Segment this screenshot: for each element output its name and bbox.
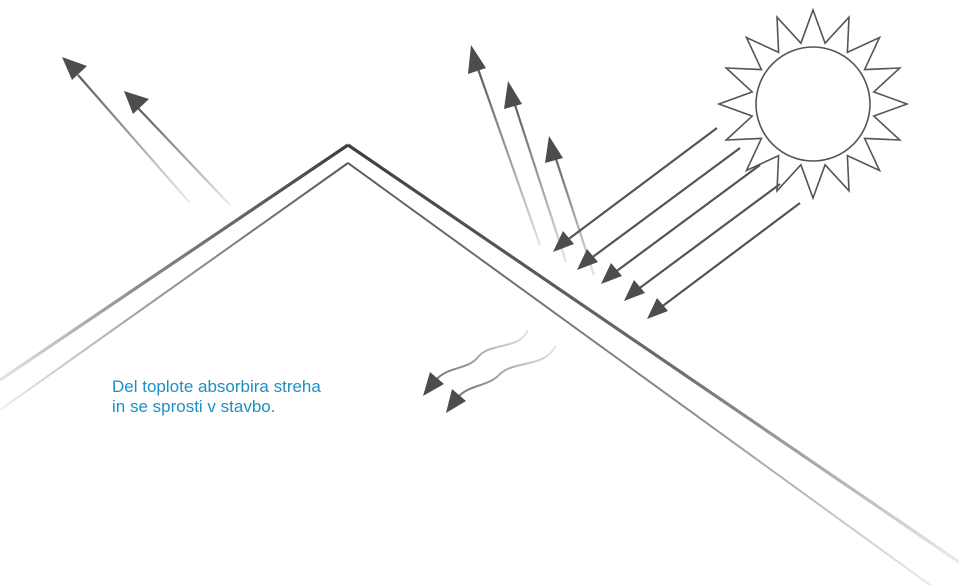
arrow-down-left-icon [577,147,741,270]
arrow-up-left-icon [62,57,191,204]
caption-line-2: in se sprosti v stavbo. [112,397,276,416]
arrow-down-left-icon [553,127,718,252]
arrow-up-left-icon [124,91,231,206]
arrow-down-left-icon [647,202,801,319]
roof [0,143,959,585]
caption-line-1: Del toplote absorbira streha [112,377,321,396]
roof-left-inner-line [0,162,349,411]
sun-icon [716,7,910,201]
roof-left-outer-line [0,143,349,382]
wavy-arrow-icon [423,329,529,396]
arrow-down-left-icon [624,183,781,301]
arrow-up-left-icon [468,45,542,246]
reflected-rays-left [62,57,231,206]
reflected-rays-right [468,45,596,276]
heat-absorption-arrows [423,329,557,413]
incoming-rays [553,127,801,319]
roof-right-inner-line [347,162,931,585]
wavy-arrow-icon [446,344,557,413]
heat-absorption-caption: Del toplote absorbira streha in se spros… [112,377,412,417]
arrow-down-left-icon [601,164,761,284]
roof-right-outer-line [347,143,959,564]
arrow-up-left-icon [504,81,568,263]
